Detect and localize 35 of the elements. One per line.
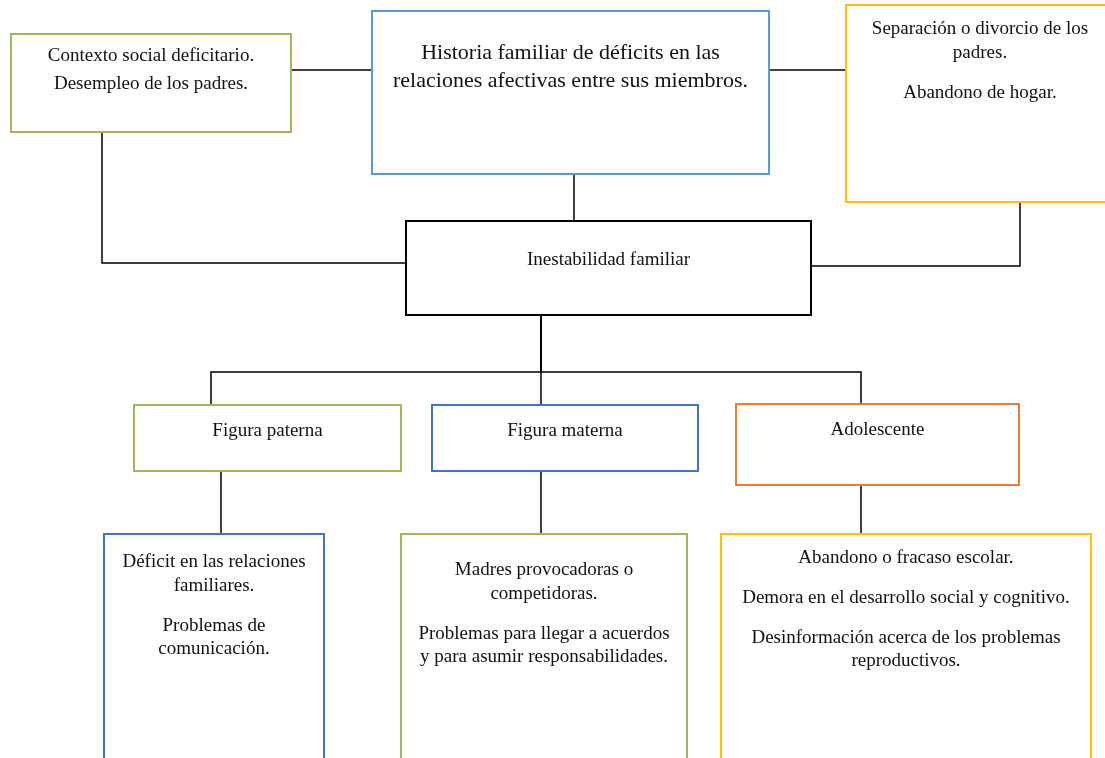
node-text: Contexto social deficitario.: [47, 43, 255, 67]
mother-box: [431, 404, 699, 472]
central-box: [405, 220, 812, 316]
connector-line: [540, 315, 862, 404]
node-text: Desinformación acerca de los problemas reproductivos.: [750, 624, 1062, 672]
node-text: Demora en el desarrollo social y cognitivo.: [742, 584, 1070, 609]
connector-line: [769, 69, 846, 71]
node-text: Desempleo de los padres.: [53, 70, 249, 95]
separation-box: [845, 4, 1105, 203]
connector-line: [811, 202, 1021, 267]
node-text: Adolescente: [830, 417, 925, 441]
node-text: Figura materna: [507, 418, 623, 442]
node-text: Abandono o fracaso escolar.: [798, 545, 1014, 569]
father-effects-box: [103, 533, 325, 758]
connector-line: [860, 485, 862, 534]
adolescent-box: [735, 403, 1020, 486]
adolescent-effects-box: [720, 533, 1092, 758]
node-text: Inestabilidad familiar: [527, 247, 690, 271]
connector-line: [540, 471, 542, 534]
node-text: Problemas para llegar a acuerdos y para asumir responsabilidades.: [417, 620, 671, 668]
node-text: Separación o divorcio de los padres.: [870, 16, 1090, 64]
connector-line: [573, 174, 575, 221]
connector-line: [101, 132, 406, 264]
history-box: [371, 10, 770, 175]
node-text: Historia familiar de déficits en las relaciones afectivas entre sus miembros.: [392, 38, 749, 93]
node-text: Madres provocadoras o competidoras.: [453, 557, 635, 605]
mother-effects-box: [400, 533, 688, 758]
node-text: Abandono de hogar.: [903, 79, 1057, 104]
node-text: Problemas de comunicación.: [157, 612, 271, 660]
connector-line: [291, 69, 372, 71]
father-box: [133, 404, 402, 472]
node-text: Figura paterna: [212, 418, 323, 442]
node-text: Déficit en las relaciones familiares.: [121, 549, 307, 597]
connector-line: [220, 471, 222, 534]
context-box: [10, 33, 292, 133]
